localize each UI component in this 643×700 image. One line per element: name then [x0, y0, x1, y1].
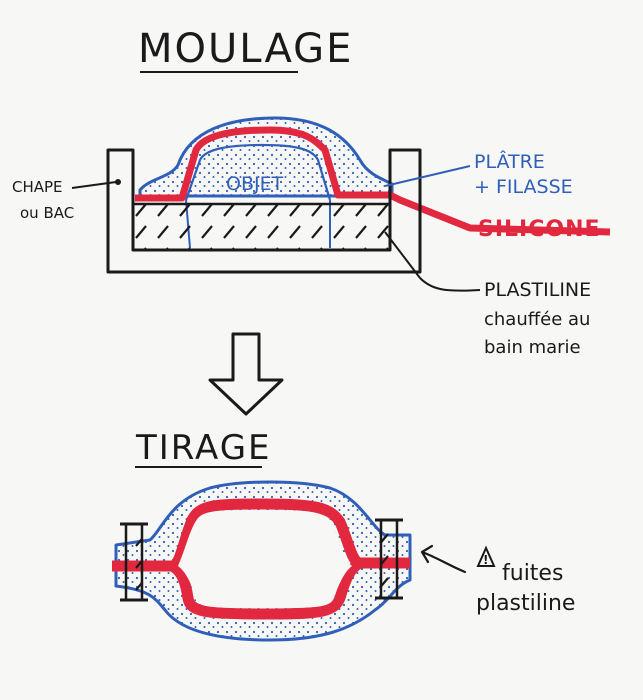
moulage-title: MOULAGE: [138, 26, 353, 72]
clamp-left: [124, 522, 144, 602]
plastiline-leader-line: [384, 231, 421, 279]
plastiline-label-line2: chauffée au: [484, 309, 590, 330]
fuites-label-line1: fuites: [502, 561, 563, 586]
chape-label-line1: CHAPE: [12, 178, 63, 196]
silicone-layer-top: [135, 126, 611, 236]
down-arrow: [208, 332, 284, 416]
warning-exclamation: !: [483, 553, 488, 567]
objet-shape: [184, 143, 332, 201]
plastiline-label-line1: PLASTILINE: [484, 279, 591, 301]
warning-arrow: [420, 544, 467, 574]
chape-bac: [106, 148, 422, 274]
platre-leader-line: [384, 165, 471, 187]
tirage-title: TIRAGE: [135, 428, 272, 468]
plastiline-leader-line-2: [419, 277, 481, 292]
chape-label-line2: ou BAC: [20, 204, 74, 222]
platre-label-line2: + FILASSE: [474, 176, 573, 198]
mould-cavity: [178, 510, 352, 608]
platre-label-line1: PLÂTRE: [474, 150, 545, 173]
chape-leader-line: [71, 181, 117, 189]
silicone-label: SILICONE: [478, 217, 601, 242]
plastiline-label-line3: bain marie: [484, 337, 581, 358]
clamp-right: [379, 518, 399, 600]
objet-label: OBJET: [226, 173, 284, 195]
silicone-mould-bottom-lower: [169, 558, 363, 620]
plastiline-layer-top: [134, 204, 390, 250]
fuites-label-line2: plastiline: [476, 591, 575, 616]
platre-shell-top: [138, 116, 394, 198]
silicone-mould-bottom: [112, 498, 410, 572]
warning-triangle-icon: [476, 545, 496, 567]
chape-marker-dot: [115, 179, 121, 185]
